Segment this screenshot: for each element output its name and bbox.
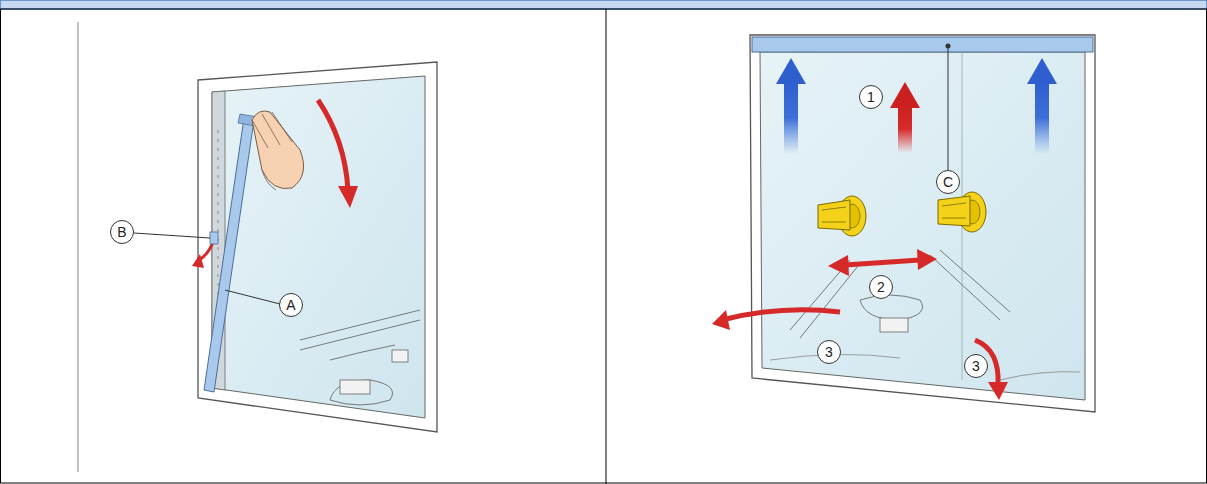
hand: [252, 111, 304, 190]
table-border: [1, 9, 1207, 483]
right-window: [750, 35, 1095, 412]
left-window: [198, 62, 437, 432]
margin-line: [78, 22, 79, 472]
rod-a: [204, 114, 258, 392]
lift-arrows: [776, 58, 1057, 154]
leader-line: [225, 290, 280, 304]
suction-cup: [818, 196, 866, 236]
remove-arrows: [712, 310, 1008, 400]
callout-number: 3: [964, 354, 988, 378]
callout-number: 2: [869, 275, 893, 299]
table-divider: [606, 9, 607, 484]
callout-number: B: [110, 220, 134, 244]
leader-line: [134, 233, 210, 238]
callout-number: C: [936, 170, 960, 194]
callout-number: 3: [817, 340, 841, 364]
header-band: [0, 0, 1207, 9]
leader-line: [948, 46, 949, 170]
slide-arrow: [828, 249, 937, 276]
top-rail-c: [752, 37, 1093, 52]
suction-cup: [938, 192, 986, 232]
callout-number: A: [279, 293, 303, 317]
tilt-arrow: [318, 100, 358, 208]
callout-number: 1: [859, 85, 883, 109]
leader-dot: [946, 44, 951, 49]
